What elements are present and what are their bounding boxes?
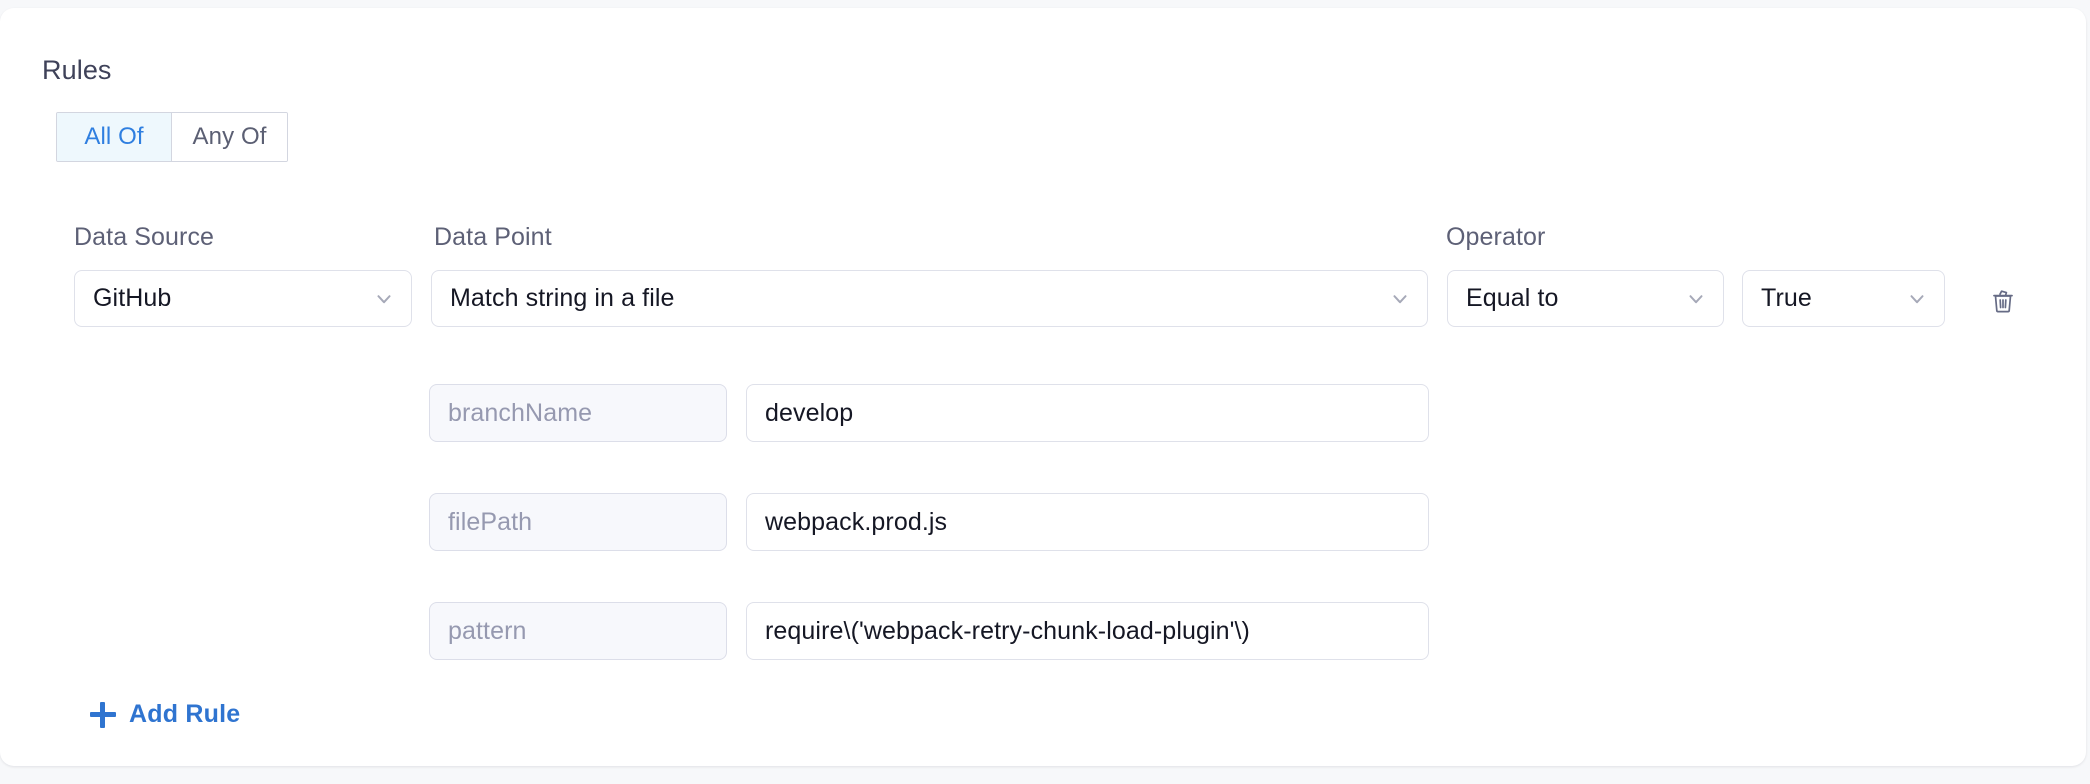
plus-icon: [90, 701, 116, 728]
parameter-row: filePath webpack.prod.js: [0, 493, 2086, 551]
parameter-row: branchName develop: [0, 384, 2086, 442]
data-source-select[interactable]: GitHub: [74, 270, 412, 327]
parameter-key-pattern: pattern: [429, 602, 727, 660]
rules-card: Rules All Of Any Of Data Source Data Poi…: [0, 8, 2086, 766]
delete-rule-button[interactable]: [1978, 276, 2028, 324]
operator-value-selected: True: [1761, 284, 1812, 312]
parameter-key-filepath: filePath: [429, 493, 727, 551]
chevron-down-icon: [1389, 288, 1411, 310]
data-point-value: Match string in a file: [450, 284, 675, 312]
data-source-value: GitHub: [93, 284, 172, 312]
operator-value: Equal to: [1466, 284, 1559, 312]
parameter-row: pattern require\('webpack-retry-chunk-lo…: [0, 602, 2086, 660]
chevron-down-icon: [1906, 288, 1928, 310]
data-point-select[interactable]: Match string in a file: [431, 270, 1428, 327]
data-source-label: Data Source: [74, 223, 215, 251]
operator-label: Operator: [1446, 223, 1546, 251]
data-point-label: Data Point: [434, 223, 552, 251]
chevron-down-icon: [1685, 288, 1707, 310]
parameter-value-filepath[interactable]: webpack.prod.js: [746, 493, 1429, 551]
parameter-value-branchname[interactable]: develop: [746, 384, 1429, 442]
chevron-down-icon: [373, 288, 395, 310]
parameter-key-branchname: branchName: [429, 384, 727, 442]
operator-value-select[interactable]: True: [1742, 270, 1945, 327]
trash-icon: [1986, 283, 2020, 317]
match-type-toggle: All Of Any Of: [56, 112, 288, 162]
page-title: Rules: [42, 55, 112, 85]
toggle-all-of[interactable]: All Of: [57, 113, 172, 161]
toggle-any-of[interactable]: Any Of: [172, 113, 287, 161]
parameter-value-pattern[interactable]: require\('webpack-retry-chunk-load-plugi…: [746, 602, 1429, 660]
add-rule-button[interactable]: Add Rule: [90, 700, 240, 729]
operator-select[interactable]: Equal to: [1447, 270, 1724, 327]
add-rule-label: Add Rule: [129, 700, 241, 728]
